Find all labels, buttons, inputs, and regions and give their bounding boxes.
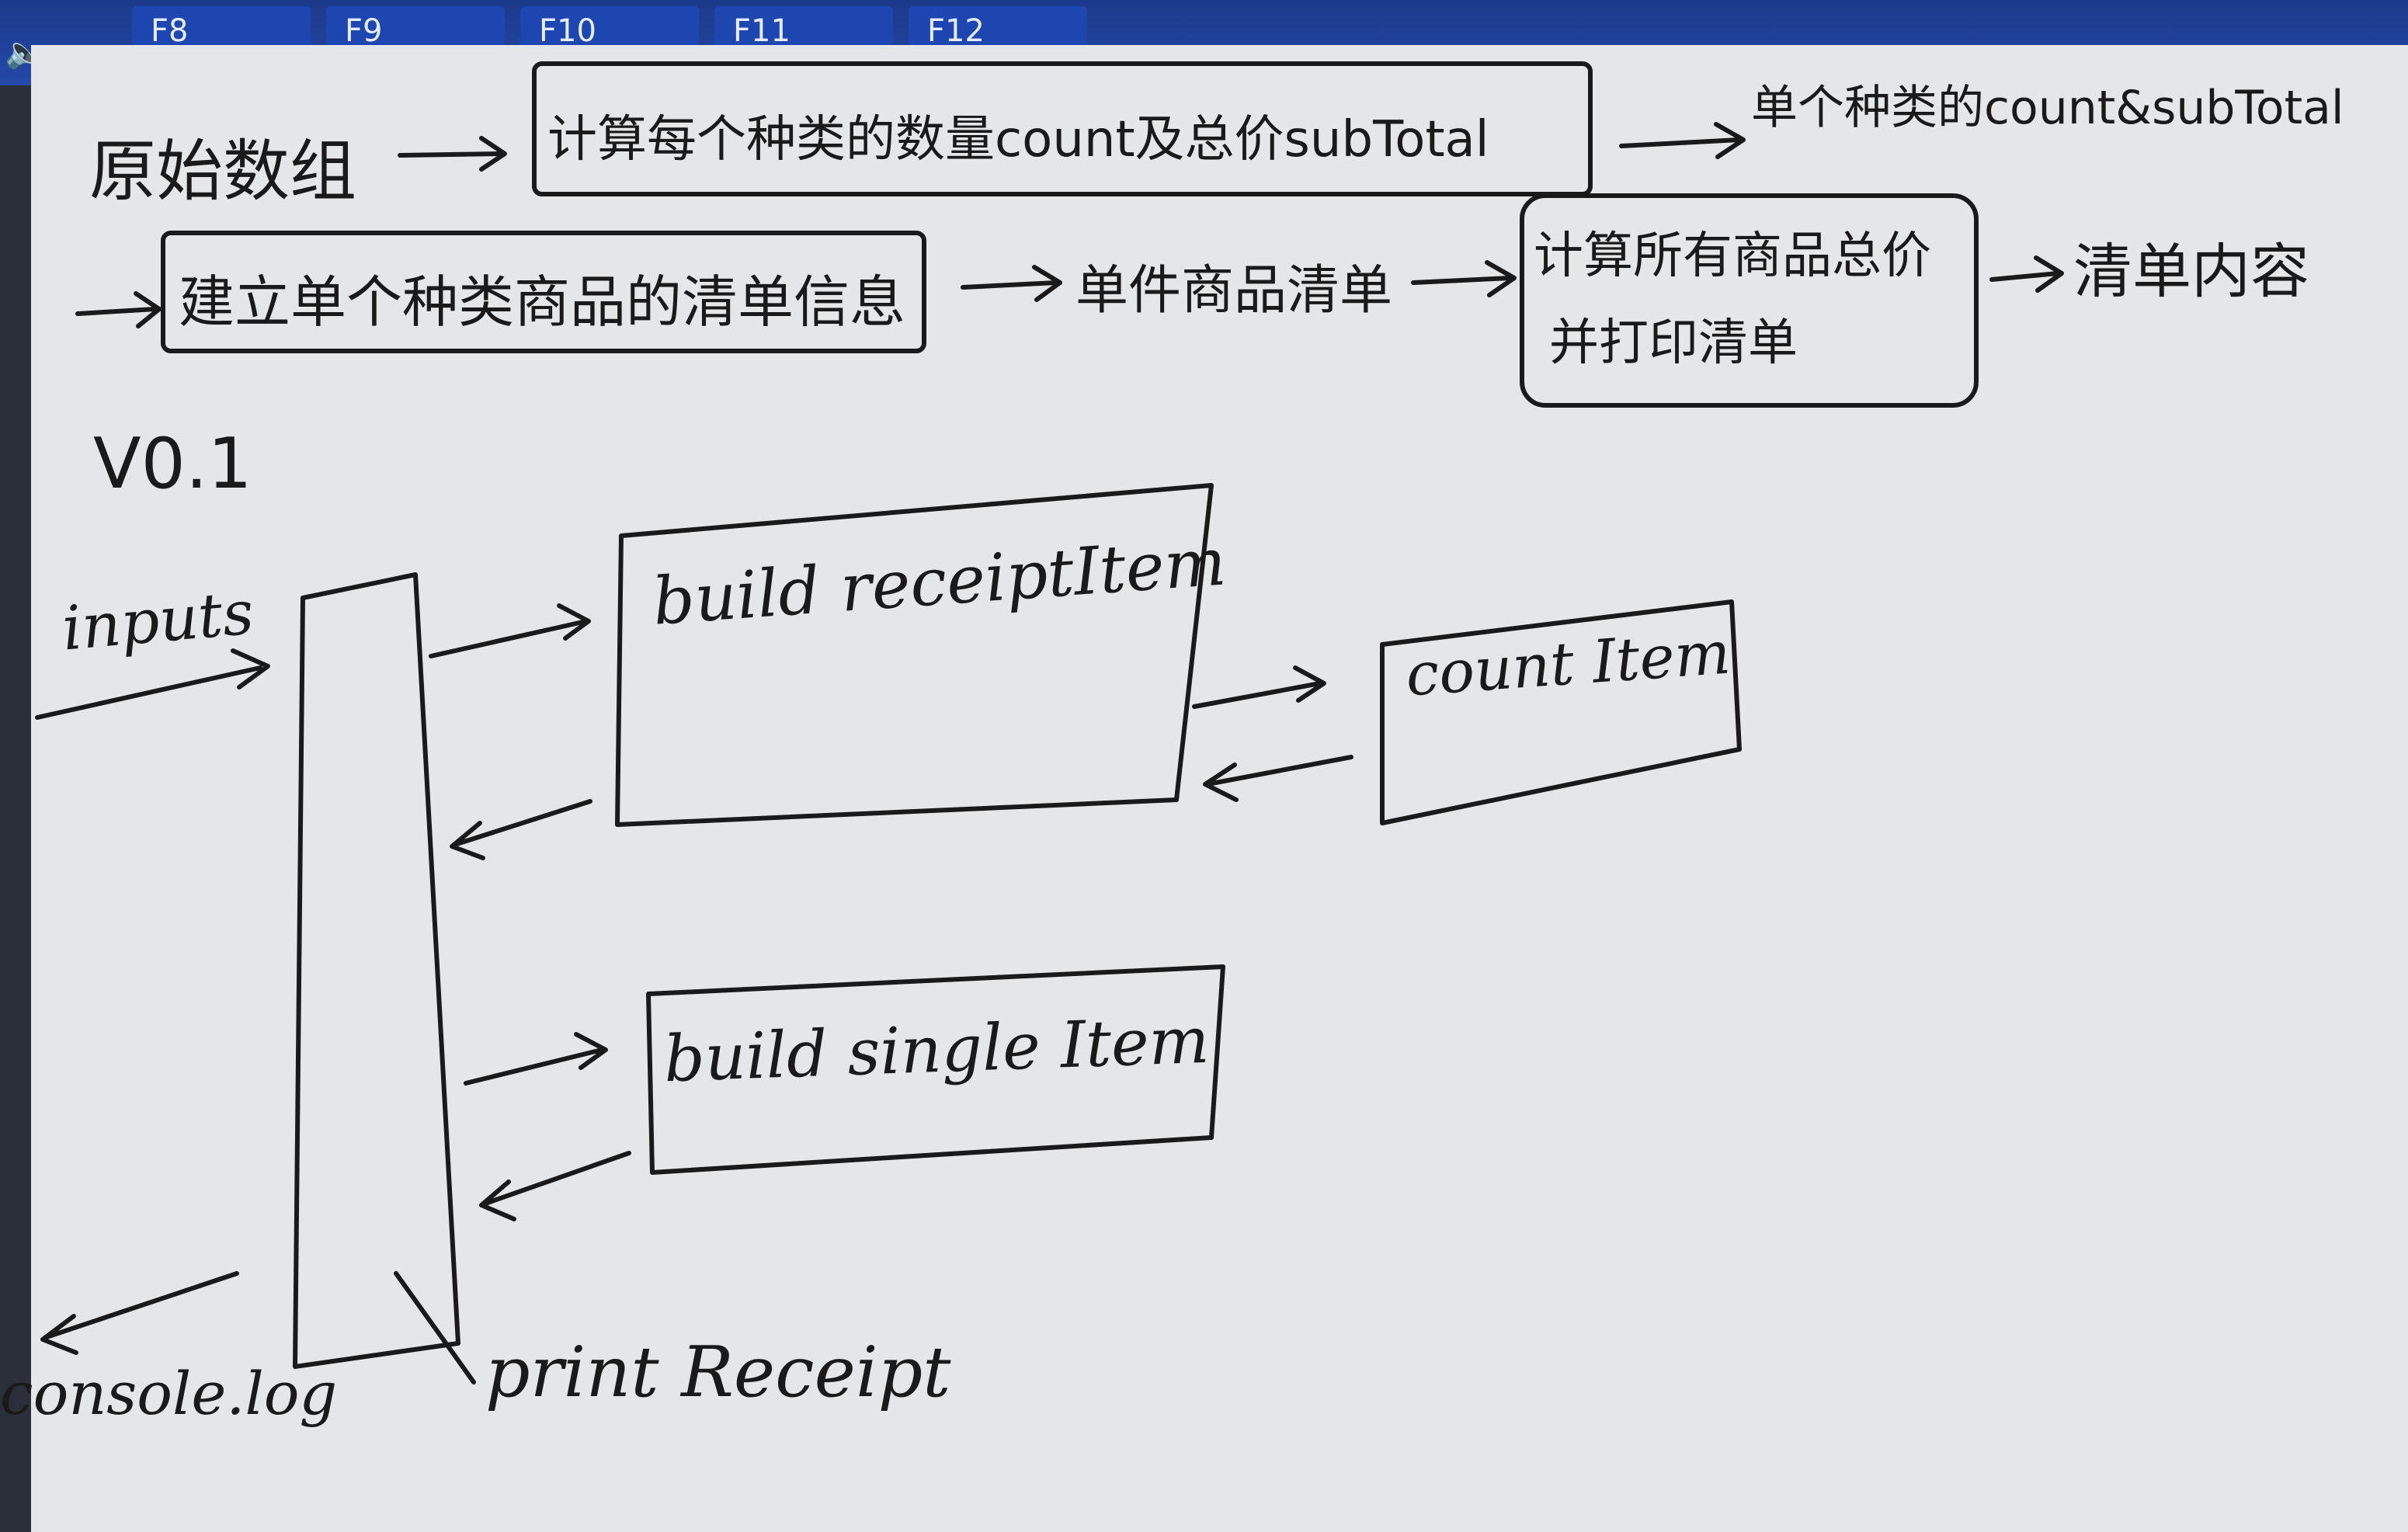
arrow-icon — [464, 1032, 608, 1086]
build-single-item-box — [646, 964, 1225, 1175]
count-result-label: 单个种类的count&subTotal — [1751, 81, 2344, 135]
arrow-icon — [1411, 260, 1517, 297]
arrow-icon — [961, 265, 1062, 302]
inputs-arrow-icon — [35, 648, 270, 720]
single-list-label: 单件商品清单 — [1075, 260, 1393, 321]
arrow-icon — [450, 799, 592, 860]
total-step-line1: 计算所有商品总价 — [1534, 228, 1931, 285]
receipt-content-label: 清单内容 — [2073, 237, 2309, 306]
arrow-icon — [1619, 122, 1746, 159]
arrow-icon — [1203, 755, 1353, 802]
console-arrow-icon — [40, 1271, 239, 1355]
total-step-box — [1520, 193, 1979, 408]
build-info-step-box — [161, 231, 926, 353]
arrow-icon — [1192, 665, 1326, 709]
total-step-line2: 并打印清单 — [1549, 314, 1798, 372]
raw-array-label: 原始数组 — [89, 133, 356, 210]
arrow-icon — [75, 291, 162, 328]
build-receipt-item-box — [615, 483, 1214, 827]
print-receipt-bar — [293, 572, 460, 1369]
arrow-icon — [429, 603, 591, 658]
print-receipt-pointer — [394, 1271, 476, 1384]
arrow-icon — [398, 136, 507, 172]
arrow-icon — [479, 1151, 631, 1221]
print-receipt-label: print Receipt — [485, 1332, 951, 1413]
count-item-box — [1380, 599, 1742, 825]
arrow-icon — [1989, 255, 2064, 293]
count-step-label: 计算每个种类的数量count及总价subTotal — [547, 111, 1489, 168]
build-info-step-label: 建立单个种类商品的清单信息 — [179, 269, 906, 335]
count-step-box — [532, 61, 1593, 196]
version-label: V0.1 — [93, 423, 252, 505]
console-log-label: console.log — [0, 1359, 338, 1428]
